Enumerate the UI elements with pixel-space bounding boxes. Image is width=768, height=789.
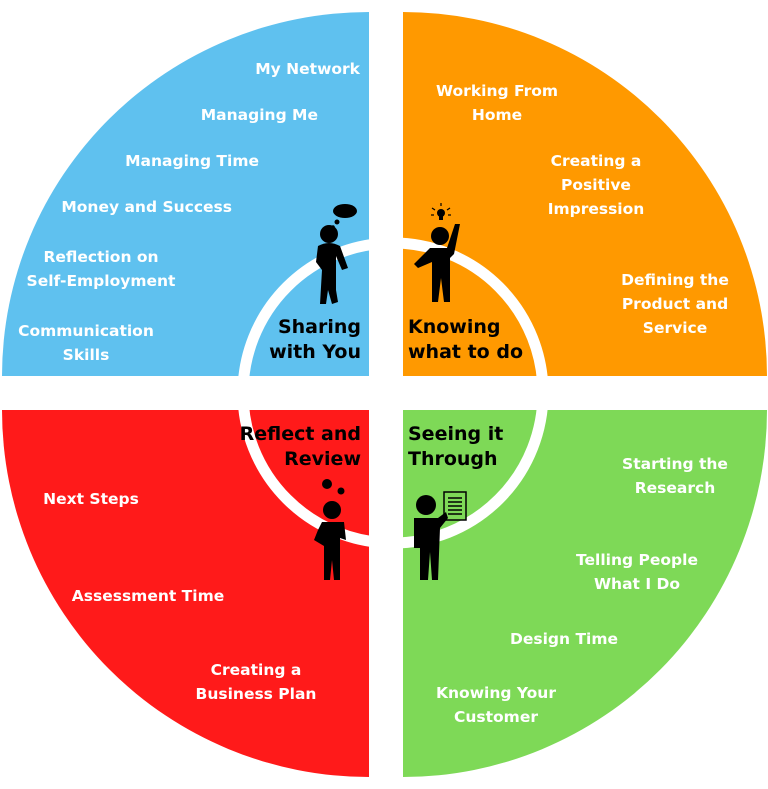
topic-label-line: Impression <box>548 200 645 218</box>
quadrant-title-reflect-line: Reflect and <box>240 423 361 445</box>
topic-label-line: Customer <box>454 708 538 726</box>
topic-label-line: Assessment Time <box>72 587 224 605</box>
topic-label-line: Research <box>635 479 716 497</box>
topic-label-line: Home <box>472 106 522 124</box>
topic-label-line: Next Steps <box>43 490 139 508</box>
topic-label: Reflection on Self-Employment <box>27 248 176 290</box>
topic-label-line: Product and <box>622 295 728 313</box>
quadrant-title-seeing: Seeing it Through <box>408 423 503 470</box>
topic-label: Managing Me <box>201 106 318 124</box>
topic-label-line: Reflection on <box>43 248 158 266</box>
topic-label-line: Creating a <box>211 661 302 679</box>
topic-label-line: My Network <box>255 60 360 78</box>
topic-label-line: Business Plan <box>196 685 317 703</box>
topic-label: Creating a Business Plan <box>196 661 317 703</box>
pondering-person-icon <box>314 479 346 580</box>
topic-label: Money and Success <box>61 198 232 216</box>
topic-label-line: Money and Success <box>61 198 232 216</box>
topic-label-line: Knowing Your <box>436 684 556 702</box>
quadrant-title-knowing-line: what to do <box>408 341 523 363</box>
idea-person-icon <box>414 203 460 302</box>
topic-label-line: Working From <box>436 82 558 100</box>
topic-label-line: Self-Employment <box>27 272 176 290</box>
quadrant-title-reflect-line: Review <box>284 448 361 470</box>
topic-label-line: What I Do <box>594 575 680 593</box>
thinking-person-icon <box>316 204 357 304</box>
quadrant-title-seeing-line: Through <box>408 448 498 470</box>
topic-label-line: Managing Me <box>201 106 318 124</box>
quadrant-title-sharing-line: Sharing <box>278 316 361 338</box>
quadrant-title-seeing-line: Seeing it <box>408 423 503 445</box>
quadrant-title-knowing: Knowing what to do <box>408 316 523 363</box>
presenting-person-icon <box>414 491 467 580</box>
quadrant-title-sharing-line: with You <box>269 341 361 363</box>
topic-label-line: Defining the <box>621 271 729 289</box>
topic-label-line: Starting the <box>622 455 728 473</box>
topic-label-line: Creating a <box>551 152 642 170</box>
topic-label-line: Positive <box>561 176 631 194</box>
topic-label-line: Telling People <box>576 551 698 569</box>
gap-horizontal <box>0 376 768 410</box>
quadrant-title-knowing-line: Knowing <box>408 316 501 338</box>
topic-label: Design Time <box>510 630 618 648</box>
quadrant-title-sharing: Sharing with You <box>269 316 361 363</box>
quadrant-sharing-with-you <box>2 12 369 376</box>
topic-label: My Network <box>255 60 360 78</box>
topic-label: Assessment Time <box>72 587 224 605</box>
topic-label-line: Communication <box>18 322 154 340</box>
topic-label: Next Steps <box>43 490 139 508</box>
topic-label-line: Skills <box>63 346 110 364</box>
topic-label-line: Service <box>643 319 707 337</box>
topic-label: Managing Time <box>125 152 259 170</box>
topic-label-line: Managing Time <box>125 152 259 170</box>
quadrant-reflect-and-review <box>2 410 369 777</box>
topic-label-line: Design Time <box>510 630 618 648</box>
